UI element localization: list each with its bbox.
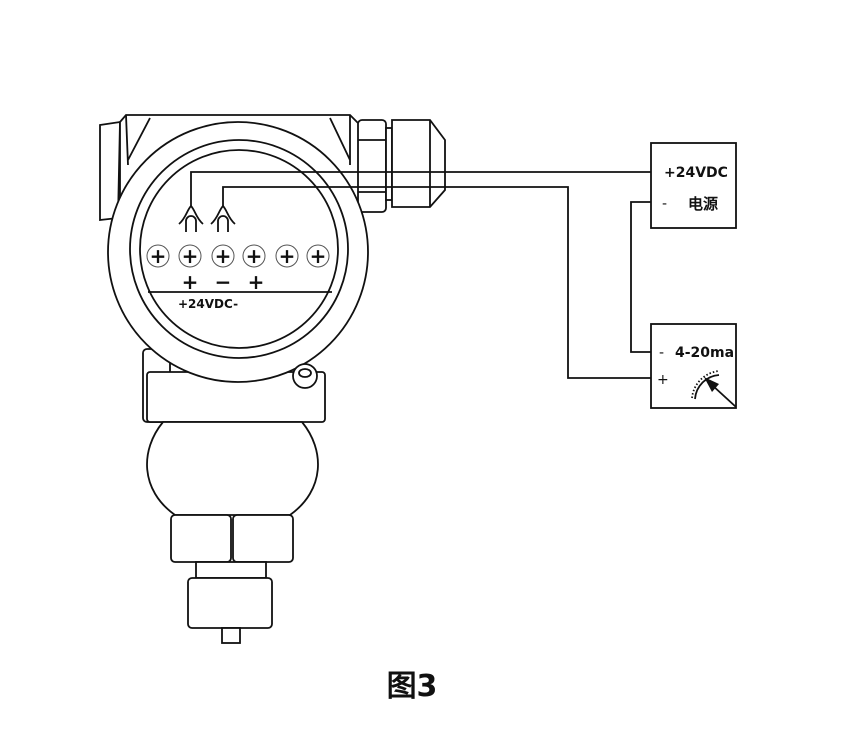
terminal-sign: + (248, 270, 265, 294)
transmitter-lower-body (142, 348, 326, 644)
meter-plus-label: + (657, 372, 669, 388)
power-supply-box: +24VDC - 电源 (650, 142, 737, 229)
current-meter-box: - 4-20ma + (650, 323, 737, 409)
terminal-sign: + (182, 270, 199, 294)
svg-text:+: + (310, 244, 327, 268)
svg-text:+: + (246, 244, 263, 268)
power-plus-label: +24VDC (664, 165, 728, 181)
cable-gland (357, 119, 446, 213)
wires (178, 171, 651, 379)
power-minus-label: - (662, 196, 667, 212)
svg-text:+: + (150, 244, 167, 268)
svg-text:+: + (182, 244, 199, 268)
terminal-sign: − (215, 270, 232, 294)
svg-text:+: + (279, 244, 296, 268)
svg-text:+: + (215, 244, 232, 268)
gauge-icon (691, 370, 737, 408)
meter-minus-label: - (659, 345, 664, 361)
meter-range-label: 4-20ma (675, 345, 734, 361)
power-name: 电源 (688, 195, 718, 213)
terminal-label: +24VDC- (178, 297, 238, 311)
terminal-block: + + + + + + + − + +24VDC- (146, 244, 330, 311)
figure-caption: 图3 (387, 669, 438, 704)
